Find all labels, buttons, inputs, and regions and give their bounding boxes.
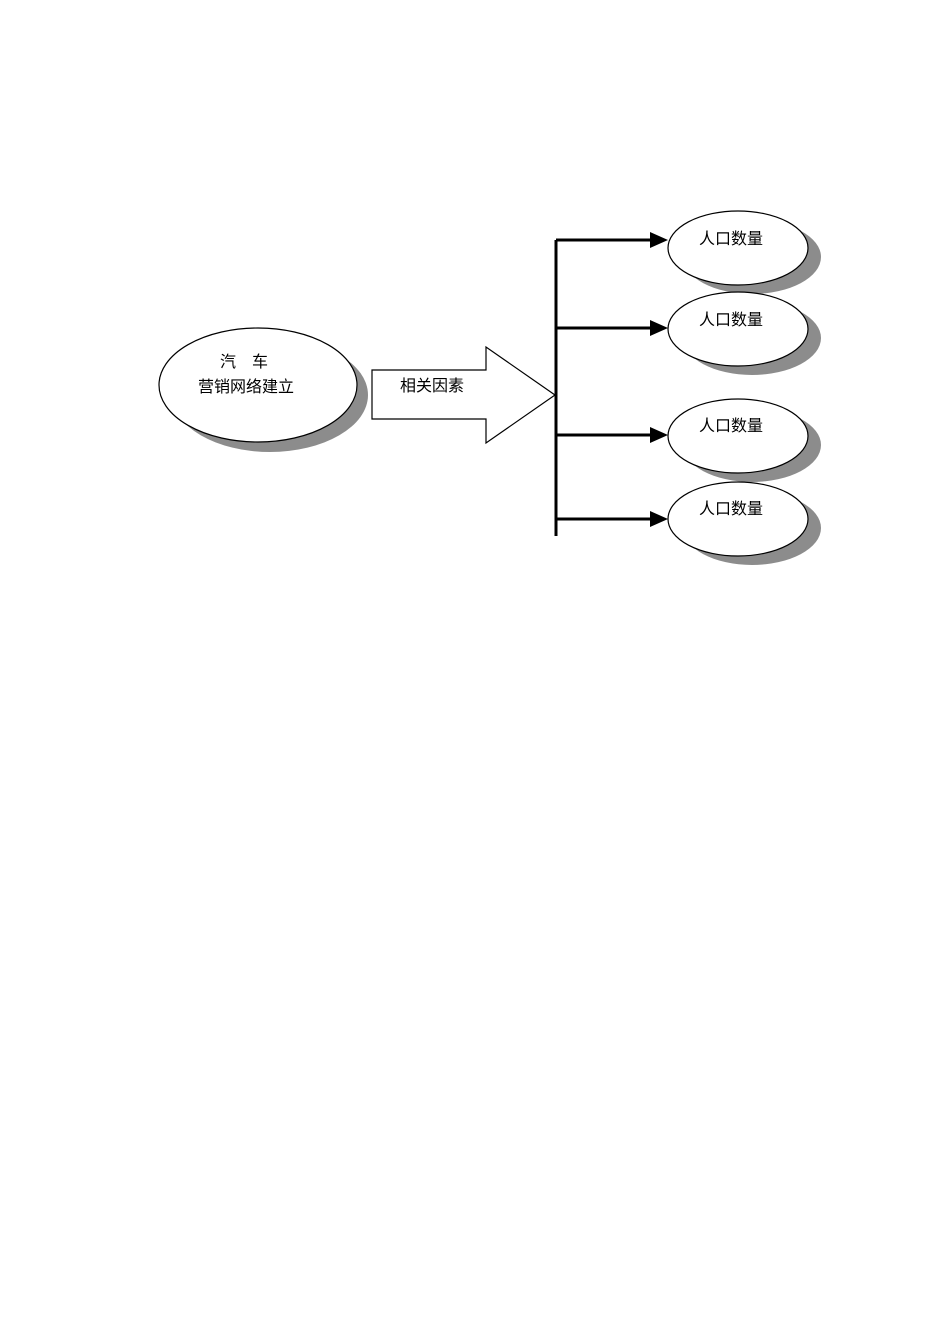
factor-node: 人口数量 <box>667 291 821 375</box>
factor-node-label: 人口数量 <box>699 229 763 248</box>
block-arrow-shape <box>371 345 557 445</box>
arrowhead-2 <box>650 320 668 336</box>
factor-node-ellipse <box>667 291 809 367</box>
factor-node: 人口数量 <box>667 398 821 482</box>
factor-node-ellipse <box>667 481 809 557</box>
factor-node-ellipse <box>667 210 809 286</box>
arrowhead-3 <box>650 427 668 443</box>
factor-node-label: 人口数量 <box>699 416 763 435</box>
arrow-label: 相关因素 <box>400 376 464 395</box>
branch-arrows <box>556 232 668 527</box>
factor-node-ellipse <box>667 398 809 474</box>
factor-node-label: 人口数量 <box>699 310 763 329</box>
arrowhead-1 <box>650 232 668 248</box>
related-factors-arrow: 相关因素 <box>371 345 557 445</box>
main-node-ellipse <box>158 327 358 443</box>
arrowhead-4 <box>650 511 668 527</box>
main-node: 汽 车 营销网络建立 <box>158 327 368 452</box>
factor-node: 人口数量 <box>667 210 821 294</box>
main-node-line2: 营销网络建立 <box>198 377 294 396</box>
factor-node: 人口数量 <box>667 481 821 565</box>
factor-node-label: 人口数量 <box>699 499 763 518</box>
main-node-line1: 汽 车 <box>220 352 268 371</box>
